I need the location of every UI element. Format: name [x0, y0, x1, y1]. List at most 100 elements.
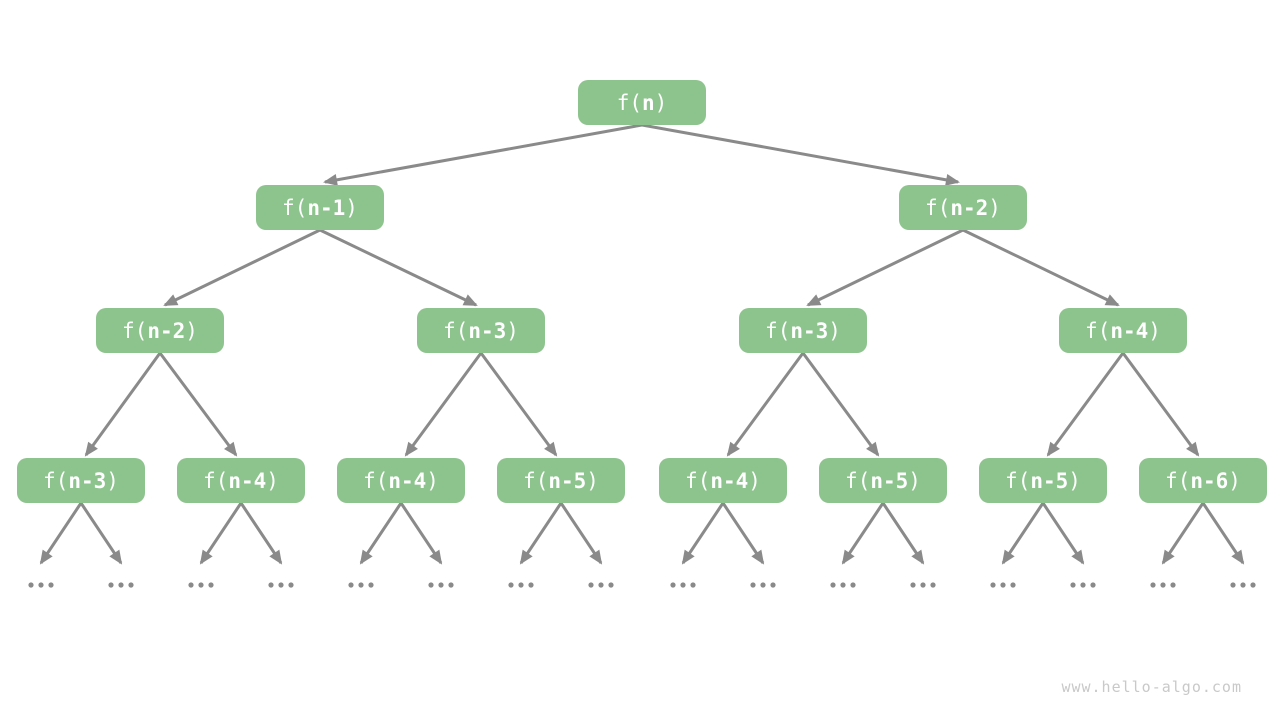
- ellipsis-leaf: [108, 582, 134, 588]
- node-box: [578, 80, 706, 125]
- edge-l4-3-e-7: [559, 502, 603, 565]
- watermark: www.hello-algo.com: [1061, 678, 1242, 696]
- ellipsis-leaf: [750, 582, 776, 588]
- ellipsis-dot: [760, 582, 766, 588]
- ellipsis-dot: [588, 582, 594, 588]
- ellipsis-leaf: [28, 582, 54, 588]
- ellipsis-leaf: [990, 582, 1016, 588]
- ellipsis-dot: [910, 582, 916, 588]
- edge-l3-1-l4-2: [404, 352, 483, 457]
- ellipsis-dot: [1080, 582, 1086, 588]
- ellipsis-dot: [208, 582, 214, 588]
- edge-l3-2-l4-5: [801, 352, 880, 457]
- ellipsis-dot: [278, 582, 284, 588]
- ellipsis-dot: [1090, 582, 1096, 588]
- ellipsis-dot: [770, 582, 776, 588]
- edge-l2-1-l3-3: [962, 228, 1120, 307]
- edge-l3-2-l4-4: [726, 352, 805, 457]
- edge-l3-0-l4-0: [84, 352, 162, 457]
- ellipsis-dot: [48, 582, 54, 588]
- edge-l2-0-l3-1: [319, 228, 478, 307]
- ellipsis-dot: [1240, 582, 1246, 588]
- ellipsis-dot: [38, 582, 44, 588]
- node-box: [1059, 308, 1187, 353]
- ellipsis-dot: [288, 582, 294, 588]
- node-f-n-3: f(n-3): [17, 458, 145, 503]
- node-label: f(n-2): [925, 196, 1001, 220]
- edge-l4-1-e-2: [199, 502, 243, 565]
- node-f-n-4: f(n-4): [177, 458, 305, 503]
- node-f-n-5: f(n-5): [497, 458, 625, 503]
- node-label: f(n-5): [1005, 469, 1081, 493]
- node-f-n-4: f(n-4): [337, 458, 465, 503]
- ellipsis-leaf: [188, 582, 214, 588]
- node-f-n: f(n): [578, 80, 706, 125]
- ellipsis-dot: [368, 582, 374, 588]
- node-f-n-3: f(n-3): [739, 308, 867, 353]
- ellipsis-dot: [198, 582, 204, 588]
- edge-l4-1-e-3: [239, 502, 283, 565]
- node-f-n-4: f(n-4): [659, 458, 787, 503]
- node-f-n-2: f(n-2): [96, 308, 224, 353]
- node-label: f(n-2): [122, 319, 198, 343]
- ellipsis-dot: [268, 582, 274, 588]
- node-f-n-4: f(n-4): [1059, 308, 1187, 353]
- ellipsis-leaf: [268, 582, 294, 588]
- node-box: [497, 458, 625, 503]
- ellipsis-dot: [830, 582, 836, 588]
- ellipsis-dot: [608, 582, 614, 588]
- ellipsis-dot: [108, 582, 114, 588]
- node-label: f(n-3): [43, 469, 119, 493]
- node-f-n-5: f(n-5): [979, 458, 1107, 503]
- ellipsis-dot: [438, 582, 444, 588]
- ellipsis-dot: [670, 582, 676, 588]
- ellipsis-dot: [750, 582, 756, 588]
- node-label: f(n-5): [845, 469, 921, 493]
- ellipsis-dot: [528, 582, 534, 588]
- node-label: f(n): [617, 91, 668, 115]
- node-box: [417, 308, 545, 353]
- ellipsis-dot: [850, 582, 856, 588]
- ellipsis-dot: [1010, 582, 1016, 588]
- node-box: [177, 458, 305, 503]
- edge-l2-1-l3-2: [806, 228, 964, 307]
- edge-l1-0-l2-0: [323, 123, 643, 186]
- ellipsis-dot: [188, 582, 194, 588]
- edge-l4-5-e-10: [841, 502, 885, 565]
- node-box: [739, 308, 867, 353]
- ellipsis-dot: [930, 582, 936, 588]
- ellipsis-dot: [358, 582, 364, 588]
- node-label: f(n-3): [443, 319, 519, 343]
- edge-l4-7-e-14: [1161, 502, 1205, 565]
- ellipsis-dot: [1070, 582, 1076, 588]
- ellipsis-dot: [690, 582, 696, 588]
- edge-l4-3-e-6: [519, 502, 563, 565]
- ellipsis-dot: [448, 582, 454, 588]
- edge-l4-4-e-8: [681, 502, 725, 565]
- edge-l4-4-e-9: [721, 502, 765, 565]
- nodes-layer: f(n) f(n-1) f(n-2) f(n-2) f(n-3) f(n-3) f(n-4)…: [17, 80, 1267, 503]
- ellipsis-dot: [428, 582, 434, 588]
- edge-l1-0-l2-1: [641, 123, 960, 186]
- ellipsis-dot: [1150, 582, 1156, 588]
- ellipsis-dot: [508, 582, 514, 588]
- node-f-n-1: f(n-1): [256, 185, 384, 230]
- ellipsis-dot: [128, 582, 134, 588]
- ellipsis-leaf: [1150, 582, 1176, 588]
- edge-l4-0-e-0: [39, 502, 83, 565]
- node-box: [659, 458, 787, 503]
- node-f-n-3: f(n-3): [417, 308, 545, 353]
- node-label: f(n-6): [1165, 469, 1241, 493]
- ellipsis-leaf: [428, 582, 454, 588]
- edge-l4-0-e-1: [79, 502, 123, 565]
- ellipsis-leaf: [670, 582, 696, 588]
- ellipsis-dot: [1000, 582, 1006, 588]
- ellipsis-leaf: [348, 582, 374, 588]
- node-label: f(n-4): [363, 469, 439, 493]
- edge-l4-6-e-13: [1041, 502, 1085, 565]
- node-label: f(n-4): [203, 469, 279, 493]
- edge-l3-3-l4-6: [1046, 352, 1125, 457]
- node-f-n-6: f(n-6): [1139, 458, 1267, 503]
